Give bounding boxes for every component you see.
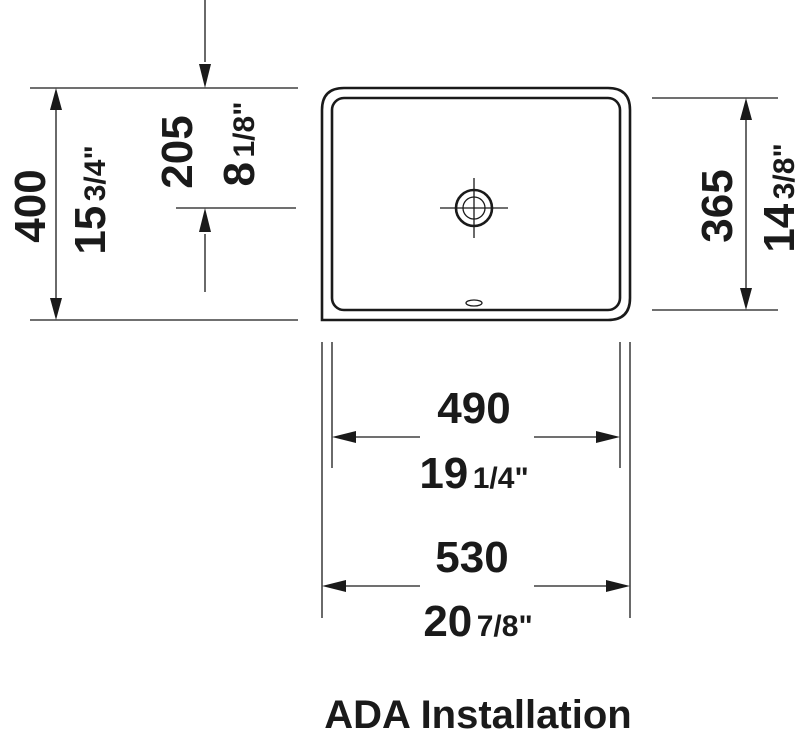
drain-symbol xyxy=(440,178,508,238)
installation-caption: ADA Installation xyxy=(324,693,631,737)
drain-offset-inch-label: 8 1/8" xyxy=(215,102,264,187)
drain-offset-mm-label: 205 xyxy=(153,115,202,188)
bowl-depth-inch-label: 14 3/8" xyxy=(755,143,804,252)
total-width-dimension xyxy=(321,342,631,618)
depth-total-mm-label: 400 xyxy=(6,169,55,242)
total-width-inch-label: 20 7/8" xyxy=(423,597,532,646)
depth-total-inch-label: 15 3/4" xyxy=(66,145,115,254)
basin-outline xyxy=(320,86,632,322)
depth-total-dimension xyxy=(30,87,298,321)
bowl-width-dimension xyxy=(331,342,621,468)
bowl-width-inch-label: 19 1/4" xyxy=(419,449,528,498)
bowl-width-mm-label: 490 xyxy=(437,384,510,433)
bowl-depth-mm-label: 365 xyxy=(693,169,742,242)
overflow-hole xyxy=(465,299,483,307)
drain-offset-dimension xyxy=(176,0,296,292)
bowl-depth-dimension xyxy=(652,97,778,311)
total-width-mm-label: 530 xyxy=(435,533,508,582)
basin-bowl-outline xyxy=(330,96,622,312)
